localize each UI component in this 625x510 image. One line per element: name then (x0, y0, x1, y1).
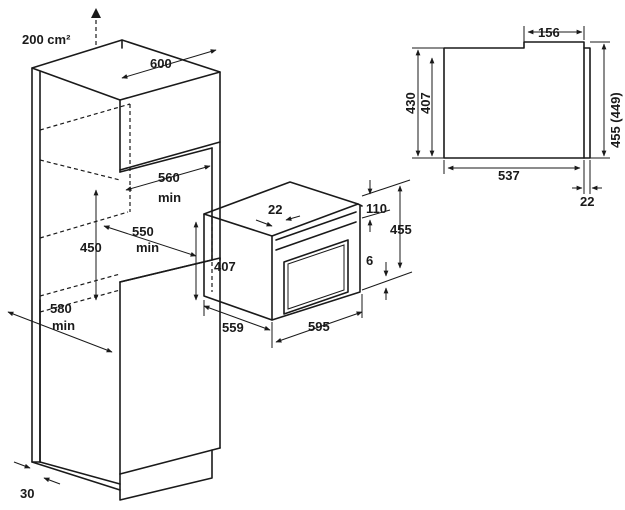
side-front-thickness-label: 22 (580, 194, 594, 209)
dim-front-width (271, 294, 363, 348)
dim-front-height (361, 185, 413, 291)
dim-panel-height (361, 179, 411, 232)
appliance (203, 181, 363, 321)
front-height-label: 455 (390, 222, 412, 237)
dim-side-height-total (590, 41, 610, 159)
dim-niche-width (125, 165, 211, 191)
niche-depth-min-label: min (136, 240, 159, 255)
body-depth-label: 559 (222, 320, 244, 335)
cabinet-depth-min-label: min (52, 318, 75, 333)
side-top-width-label: 156 (538, 25, 560, 40)
body-height-label: 407 (214, 259, 236, 274)
dim-cabinet-depth (7, 311, 113, 353)
dim-side-front-thickness (572, 160, 602, 194)
dim-niche-depth (103, 225, 197, 257)
niche-depth-label: 550 (132, 224, 154, 239)
panel-height-label: 110 (366, 201, 387, 216)
niche-width-min-label: min (158, 190, 181, 205)
dim-side-height-outer (412, 47, 444, 159)
ventilation-arrow (91, 8, 101, 45)
cabinet-depth-label: 580 (50, 301, 72, 316)
dim-cabinet-width (121, 49, 217, 79)
gap-label: 6 (366, 253, 373, 268)
side-depth-label: 537 (498, 168, 520, 183)
appliance-top-offset-label: 22 (268, 202, 282, 217)
dim-plinth (13, 461, 61, 485)
side-height-total-label: 455 (449) (608, 92, 623, 148)
niche-height-label: 450 (80, 240, 102, 255)
side-height-outer-label: 430 (403, 92, 418, 114)
plinth-label: 30 (20, 486, 34, 501)
niche-width-label: 560 (158, 170, 180, 185)
tall-cabinet (31, 39, 221, 501)
side-height-inner-label: 407 (418, 92, 433, 114)
dim-appliance-top-offset (255, 215, 301, 227)
dim-body-depth (203, 300, 271, 331)
front-width-label: 595 (308, 319, 330, 334)
dim-side-depth (443, 160, 585, 194)
dim-side-top-width (523, 26, 585, 44)
ventilation-label: 200 cm² (22, 32, 71, 47)
side-view (443, 41, 591, 159)
cabinet-width-label: 600 (150, 56, 172, 71)
